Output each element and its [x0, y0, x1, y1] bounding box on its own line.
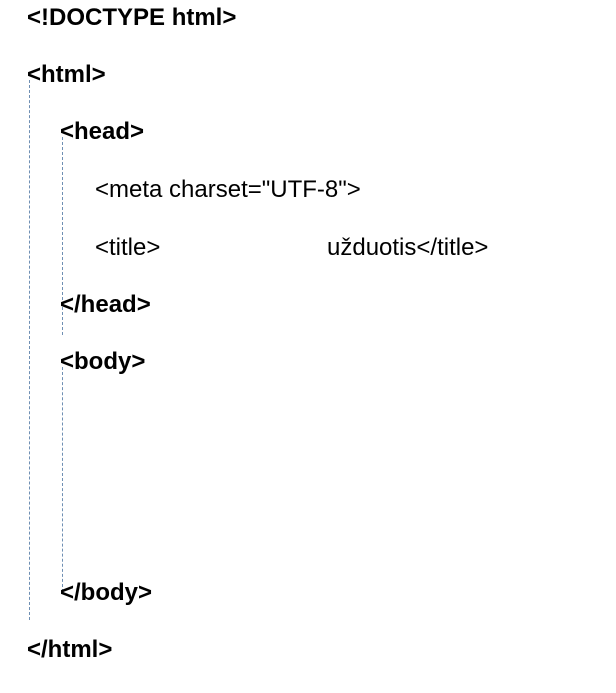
- head-indent-guide: [62, 137, 63, 335]
- head-close-tag: </head>: [60, 291, 151, 318]
- html-indent-guide: [29, 80, 30, 620]
- meta-charset-line: <meta charset="UTF-8">: [95, 176, 361, 203]
- body-close-tag: </body>: [60, 579, 153, 606]
- doctype-line: <!DOCTYPE html>: [27, 4, 237, 31]
- title-text: užduotis</title>: [327, 234, 489, 261]
- title-open-tag: <title>: [95, 234, 161, 261]
- body-open-tag: <body>: [60, 348, 146, 375]
- head-open-tag: <head>: [60, 118, 145, 145]
- html-close-tag: </html>: [27, 636, 113, 663]
- html-open-tag: <html>: [27, 61, 106, 88]
- body-indent-guide: [62, 367, 63, 592]
